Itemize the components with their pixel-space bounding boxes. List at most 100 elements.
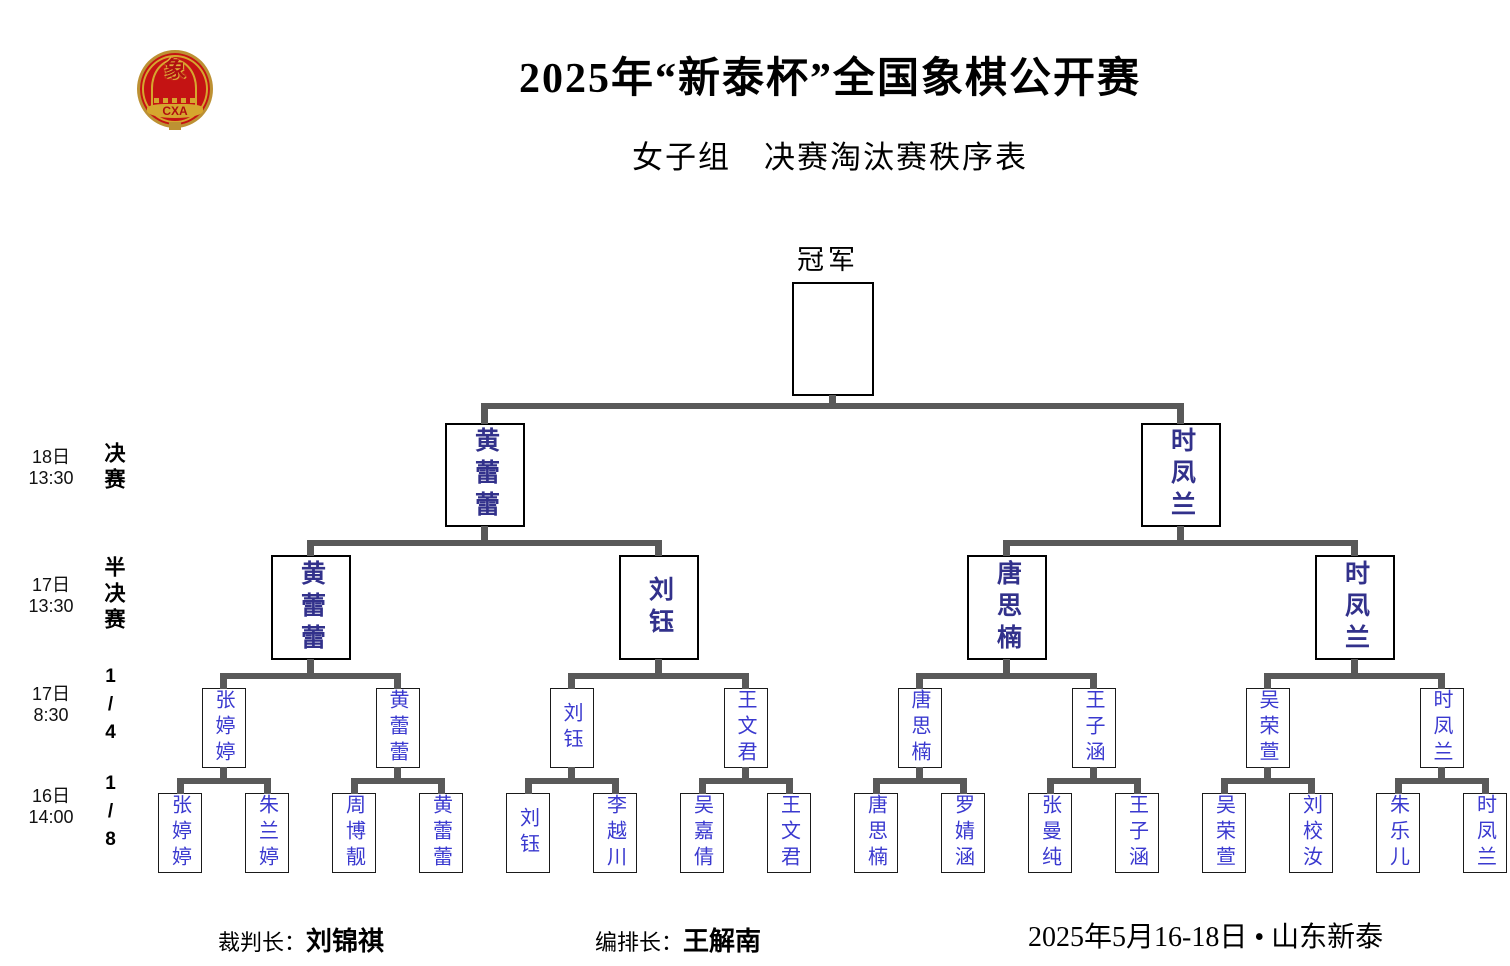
connector-stub-down <box>959 783 967 794</box>
chief-referee-label: 裁判长： <box>218 930 307 955</box>
player-name: 唐思楠 <box>908 689 930 767</box>
player-name: 黄蕾蕾 <box>297 559 325 656</box>
connector-stub-down <box>742 678 749 689</box>
connector-hline <box>350 778 445 784</box>
connector-stub-down <box>1046 783 1054 794</box>
connector-stub-down <box>872 783 880 794</box>
player-box-r16-11: 王子涵 <box>1115 793 1159 873</box>
connector-stub-down <box>481 408 488 424</box>
connector-stub-up <box>1003 659 1010 674</box>
connector-stub-down <box>176 783 184 794</box>
player-box-r16-3: 黄蕾蕾 <box>419 793 463 873</box>
player-name: 李越川 <box>603 794 626 872</box>
player-name: 张曼纯 <box>1038 794 1061 872</box>
player-box-qf-1: 黄蕾蕾 <box>375 688 420 768</box>
connector-stub-down <box>1177 408 1184 424</box>
logo-crenellation <box>154 98 196 103</box>
connector-stub-down <box>916 678 923 689</box>
player-name: 时凤兰 <box>1473 794 1496 872</box>
event-date-location: 2025年5月16-18日 • 山东新泰 <box>1028 922 1384 953</box>
schedule-time: 13:30 <box>28 468 74 488</box>
connector-hline <box>1394 778 1489 784</box>
player-box-r16-6: 吴嘉倩 <box>680 793 724 873</box>
connector-hline <box>1220 778 1315 784</box>
player-box-qf-6: 吴荣萱 <box>1245 688 1290 768</box>
player-box-sf-0: 黄蕾蕾 <box>270 555 351 660</box>
player-name: 黄蕾蕾 <box>471 427 499 523</box>
connector-stub-up <box>1177 526 1184 541</box>
player-name: 王子涵 <box>1125 794 1148 872</box>
player-name: 唐思楠 <box>993 559 1021 656</box>
player-box-sf-3: 时凤兰 <box>1314 555 1395 660</box>
player-box-r16-12: 吴荣萱 <box>1202 793 1246 873</box>
connector-stub-up <box>1351 659 1358 674</box>
connector-stub-up <box>829 395 836 404</box>
connector-stub-up <box>307 659 314 674</box>
connector-stub-down <box>611 783 619 794</box>
connector-hline <box>1264 673 1445 679</box>
player-name: 吴荣萱 <box>1212 794 1235 872</box>
connector-stub-down <box>1090 678 1097 689</box>
player-box-f-1: 时凤兰 <box>1140 423 1221 527</box>
player-name: 王文君 <box>777 794 800 872</box>
player-box-qf-7: 时凤兰 <box>1419 688 1464 768</box>
player-box-sf-2: 唐思楠 <box>966 555 1047 660</box>
connector-stub-down <box>350 783 358 794</box>
player-name: 张婷婷 <box>168 794 191 872</box>
player-box-r16-10: 张曼纯 <box>1028 793 1072 873</box>
connector-stub-down <box>1394 783 1402 794</box>
connector-hline <box>698 778 793 784</box>
player-box-r16-4: 刘钰 <box>506 793 550 873</box>
player-name: 时凤兰 <box>1430 689 1452 767</box>
logo-circle: 象 CXA <box>137 50 213 130</box>
connector-stub-up <box>655 659 662 674</box>
connector-stub-up <box>220 767 227 779</box>
player-box-r16-14: 朱乐儿 <box>1376 793 1420 873</box>
schedule-date: 17日 <box>31 684 71 704</box>
connector-hline <box>568 673 749 679</box>
connector-stub-down <box>1220 783 1228 794</box>
player-name: 朱乐儿 <box>1386 794 1409 872</box>
connector-stub-down <box>1264 678 1271 689</box>
connector-stub-down <box>1438 678 1445 689</box>
schedule-datetime-semifinal: 17日 13:30 <box>14 575 88 617</box>
logo-cxa-text: CXA <box>147 104 203 118</box>
schedule-round-final: 决赛 <box>102 442 126 494</box>
player-name: 周博靓 <box>342 794 365 872</box>
player-box-champ-0 <box>791 282 874 396</box>
player-box-qf-0: 张婷婷 <box>201 688 246 768</box>
schedule-date: 18日 <box>31 447 71 467</box>
schedule-date: 17日 <box>31 575 71 595</box>
schedule-time: 8:30 <box>33 705 69 725</box>
connector-stub-up <box>481 526 488 541</box>
player-name: 吴嘉倩 <box>690 794 713 872</box>
player-name: 时凤兰 <box>1341 559 1369 656</box>
connector-hline <box>176 778 271 784</box>
player-box-qf-2: 刘钰 <box>549 688 594 768</box>
connector-stub-up <box>394 767 401 779</box>
player-name: 刘钰 <box>645 575 673 640</box>
connector-hline <box>524 778 619 784</box>
schedule-datetime-final: 18日 13:30 <box>14 447 88 489</box>
chief-arranger-label: 编排长： <box>595 930 684 955</box>
connector-hline <box>307 540 662 546</box>
connector-stub-down <box>307 545 314 556</box>
player-box-r16-7: 王文君 <box>767 793 811 873</box>
player-name: 黄蕾蕾 <box>386 689 408 767</box>
player-box-r16-8: 唐思楠 <box>854 793 898 873</box>
schedule-time: 13:30 <box>28 596 74 616</box>
player-name: 刘校汝 <box>1299 794 1322 872</box>
player-box-r16-1: 朱兰婷 <box>245 793 289 873</box>
schedule-round-semifinal: 半决赛 <box>102 556 126 634</box>
player-box-r16-0: 张婷婷 <box>158 793 202 873</box>
page-subtitle: 女子组 决赛淘汰赛秩序表 <box>632 140 1028 175</box>
player-box-qf-5: 王子涵 <box>1071 688 1116 768</box>
connector-stub-up <box>916 767 923 779</box>
connector-stub-down <box>785 783 793 794</box>
player-box-r16-9: 罗婧涵 <box>941 793 985 873</box>
player-name: 朱兰婷 <box>255 794 278 872</box>
schedule-date: 16日 <box>31 786 71 806</box>
connector-hline <box>872 778 967 784</box>
player-box-r16-15: 时凤兰 <box>1463 793 1507 873</box>
